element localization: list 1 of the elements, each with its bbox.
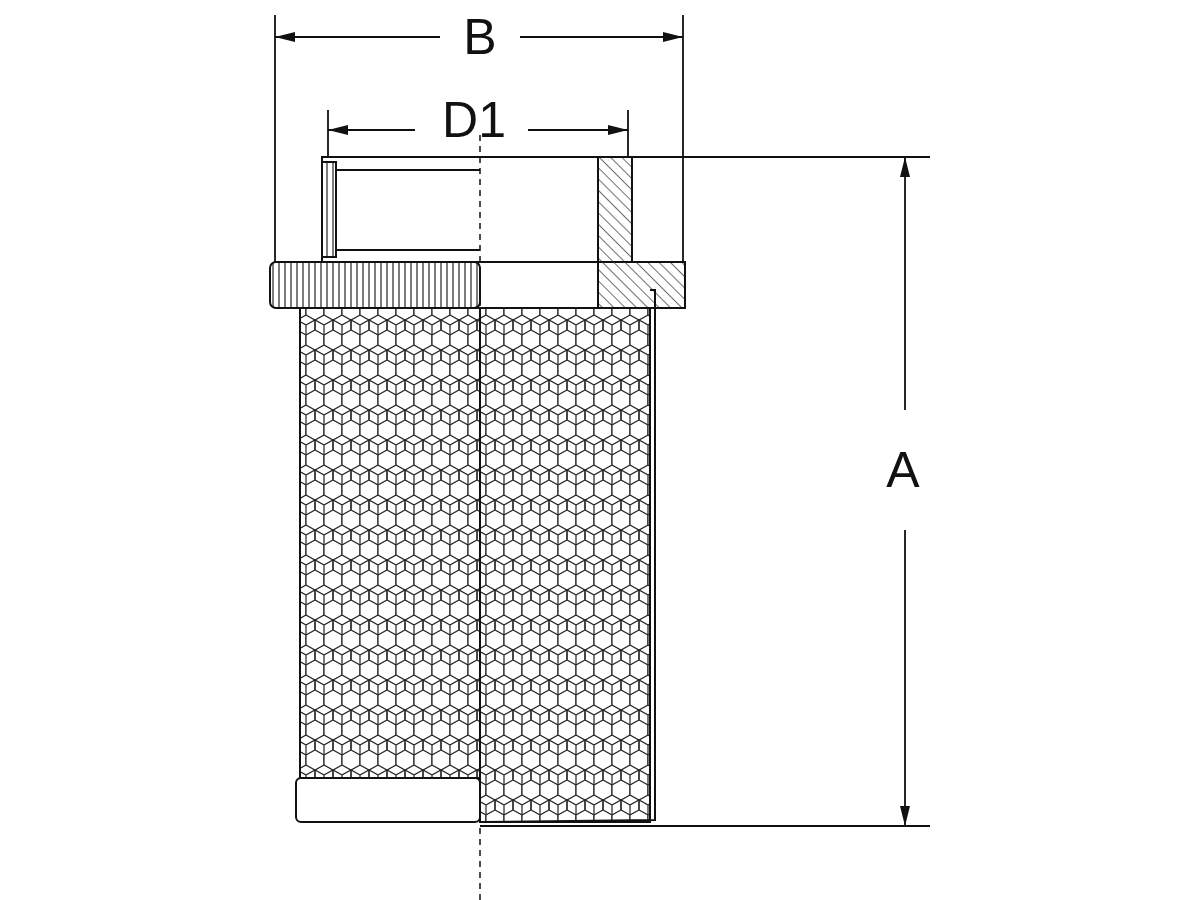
dimension-label: D1 <box>441 95 507 145</box>
